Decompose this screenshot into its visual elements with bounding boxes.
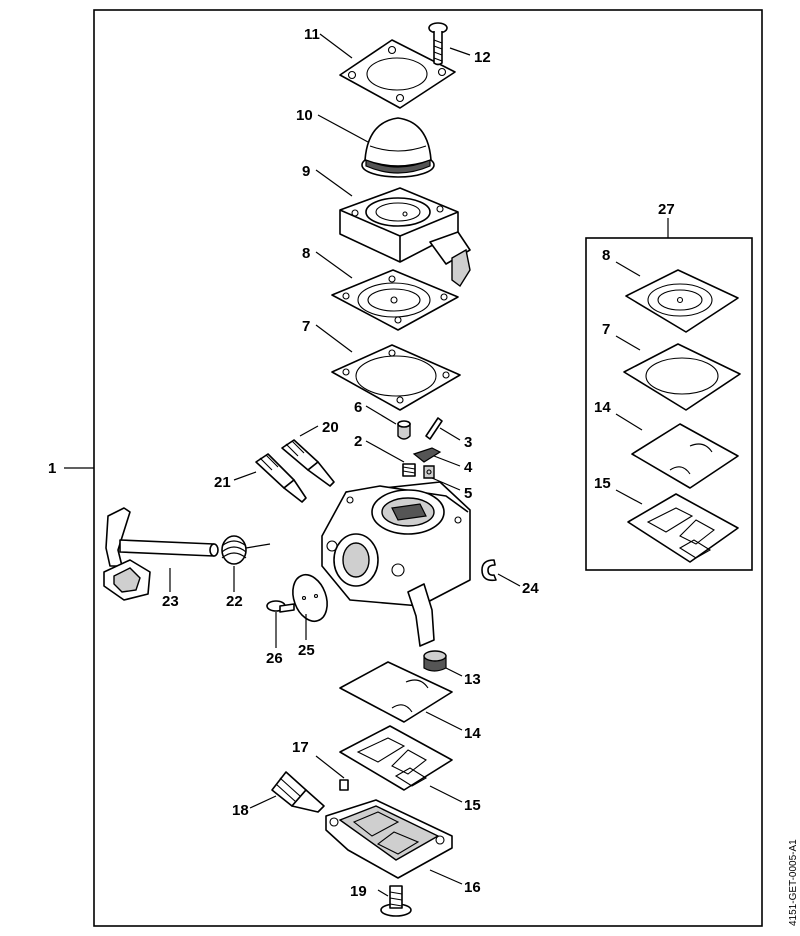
- part-4-lever: [412, 447, 442, 463]
- part-10-primer-bulb: [361, 117, 435, 178]
- callout-5: 5: [464, 485, 472, 502]
- callout-16: 16: [464, 879, 481, 896]
- kit-label: 27: [658, 201, 675, 218]
- callout-14: 14: [464, 725, 481, 742]
- part-5-valve: [423, 465, 435, 479]
- part-16-metering-cover: [325, 799, 453, 879]
- callout-10: 10: [296, 107, 313, 124]
- callout-7: 7: [302, 318, 310, 335]
- kit-callout-8: 8: [602, 247, 610, 264]
- callout-6: 6: [354, 399, 362, 416]
- callout-4: 4: [464, 459, 473, 476]
- part-6-inlet-needle: [397, 420, 411, 440]
- part-7-gasket: [331, 344, 461, 411]
- callout-13: 13: [464, 671, 481, 688]
- part-23-throttle-shaft: [103, 507, 219, 601]
- callout-2: 2: [354, 433, 362, 450]
- kit-part-7-gasket: [623, 343, 741, 411]
- callout-19: 19: [350, 883, 367, 900]
- kit-part-8-diaphragm: [625, 269, 739, 333]
- gasket-kit-frame: [585, 237, 753, 571]
- part-22-torsion-spring: [221, 535, 271, 565]
- part-21-adjusting-screw: [255, 453, 307, 503]
- part-26-screw: [266, 600, 295, 613]
- callout-20: 20: [322, 419, 339, 436]
- callout-22: 22: [226, 593, 243, 610]
- callout-8: 8: [302, 245, 310, 262]
- callout-3: 3: [464, 434, 472, 451]
- part-3-pin: [425, 417, 443, 440]
- part-9-pump-cover: [339, 187, 471, 288]
- part-19-screw: [380, 885, 412, 917]
- part-20-adjusting-screw: [281, 439, 335, 487]
- callout-9: 9: [302, 163, 310, 180]
- kit-part-14-diaphragm: [631, 423, 739, 489]
- part-11-cover-plate: [339, 39, 456, 109]
- part-17-pin: [339, 779, 349, 791]
- part-12-screw: [428, 22, 448, 66]
- callout-26: 26: [266, 650, 283, 667]
- assembly-label: 1: [48, 460, 56, 477]
- callout-11: 11: [304, 26, 320, 43]
- kit-callout-14: 14: [594, 399, 611, 416]
- kit-part-15-gasket: [627, 493, 739, 563]
- part-13-filter: [423, 650, 447, 672]
- part-2-spring: [402, 463, 416, 477]
- part-18-adjusting-screw: [271, 771, 325, 813]
- part-14-diaphragm: [339, 661, 453, 723]
- part-24-circlip: [481, 559, 497, 582]
- callout-18: 18: [232, 802, 249, 819]
- callout-23: 23: [162, 593, 179, 610]
- callout-15: 15: [464, 797, 481, 814]
- callout-21: 21: [214, 474, 231, 491]
- leader-lines: [64, 33, 669, 897]
- kit-callout-7: 7: [602, 321, 610, 338]
- reference-code: 4151-GET-0005-A1: [788, 839, 799, 926]
- carburetor-body: [321, 481, 471, 647]
- callout-25: 25: [298, 642, 315, 659]
- callout-17: 17: [292, 739, 309, 756]
- part-8-diaphragm: [331, 269, 459, 331]
- part-25-throttle-plate: [292, 573, 328, 623]
- callout-24: 24: [522, 580, 539, 597]
- callout-12: 12: [474, 49, 491, 66]
- part-15-gasket: [339, 725, 453, 791]
- kit-callout-15: 15: [594, 475, 611, 492]
